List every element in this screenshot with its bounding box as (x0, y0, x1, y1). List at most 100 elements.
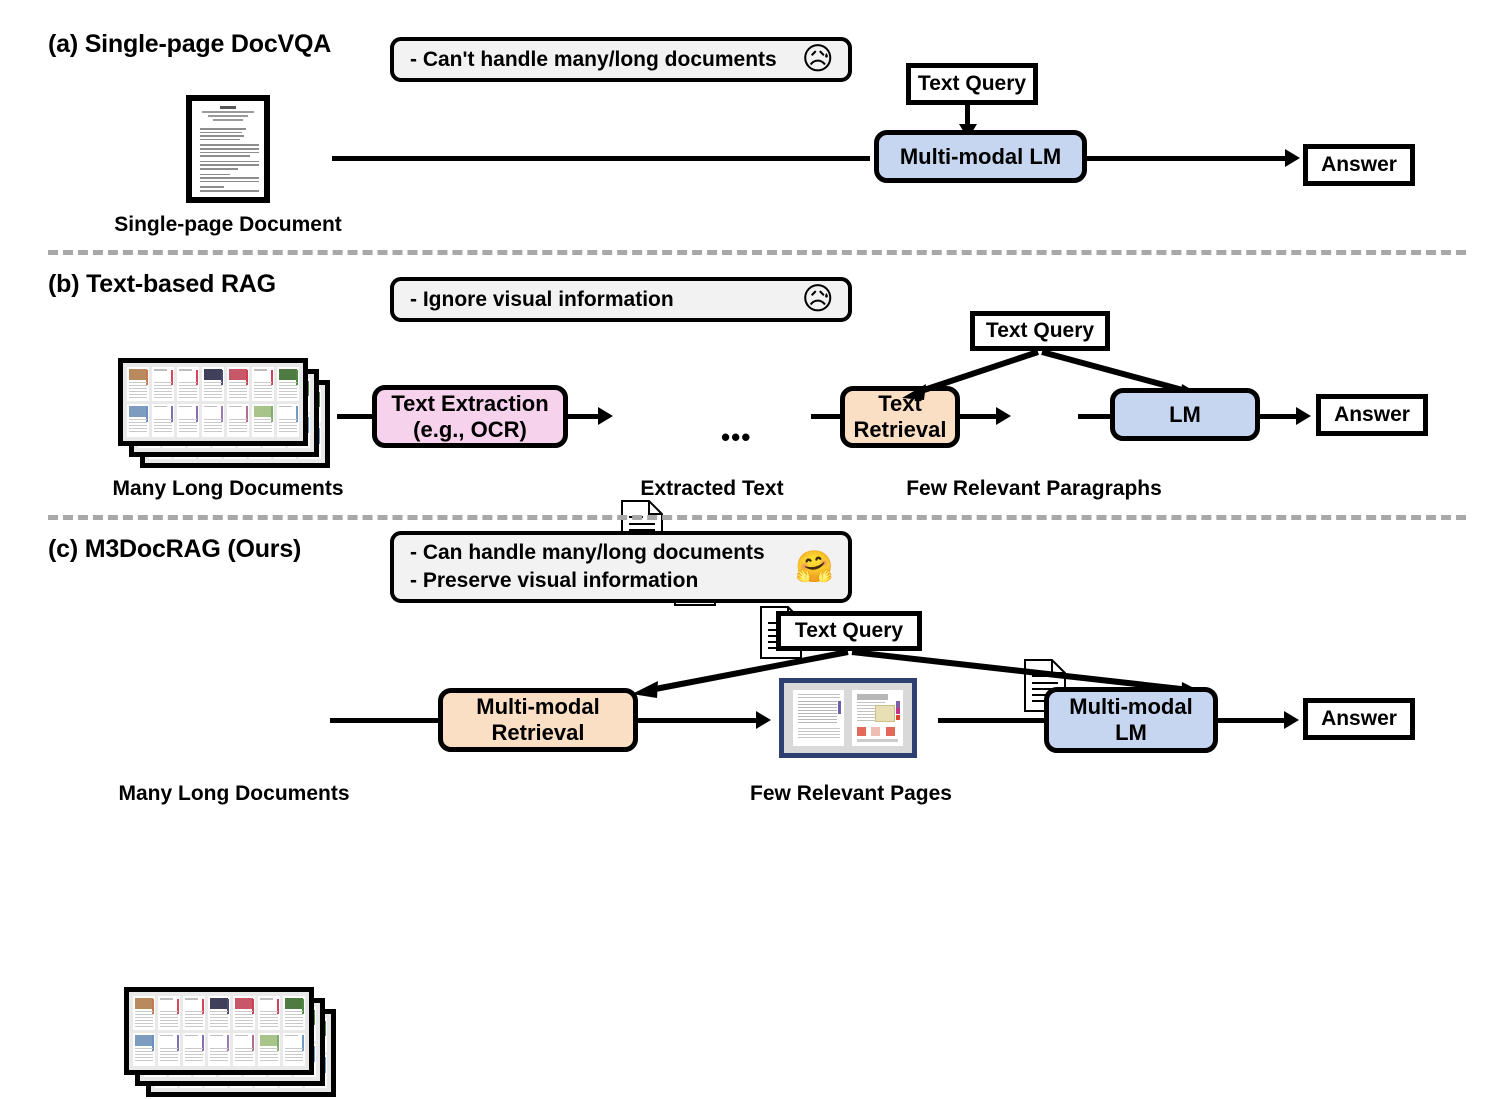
answer-box-b: Answer (1316, 394, 1428, 436)
section-a-callout: - Can't handle many/long documents 😥 (390, 37, 852, 82)
text-query-box-c[interactable]: Text Query (776, 611, 922, 651)
multimodal-lm-box-a[interactable]: Multi-modal LM (874, 130, 1087, 183)
page-thumbnail (183, 996, 205, 1030)
multimodal-lm-box-c[interactable]: Multi-modal LM (1044, 687, 1218, 753)
document-paragraph (200, 160, 259, 170)
document-title-line (208, 115, 248, 117)
document-paragraph (200, 173, 259, 183)
page-thumbnail (283, 996, 305, 1030)
section-c-callout: - Can handle many/long documents - Prese… (390, 531, 852, 603)
arrow-right-icon (1296, 407, 1311, 425)
arrow-right-icon (1284, 711, 1299, 729)
multimodal-retrieval-label-line2: Retrieval (491, 720, 585, 745)
document-title-line (213, 119, 243, 121)
single-page-document-thumbnail (186, 95, 270, 203)
document-paragraph (200, 186, 259, 192)
connector-model-to-answer-a (1087, 156, 1287, 161)
extracted-text-caption: Extracted Text (640, 477, 784, 500)
page-thumbnail (252, 367, 274, 401)
callout-line: - Ignore visual information (410, 287, 674, 311)
page-thumbnail (233, 996, 255, 1030)
many-long-documents-stack-c (124, 987, 344, 1099)
connector-document-to-model (332, 156, 870, 161)
text-extraction-label-line1: Text Extraction (391, 390, 549, 416)
page-thumbnail (277, 367, 299, 401)
document-grid-panel (118, 358, 308, 446)
page-thumbnail (227, 367, 249, 401)
multimodal-retrieval-box[interactable]: Multi-modal Retrieval (438, 688, 638, 752)
document-seal (220, 106, 236, 109)
page-thumbnail (227, 403, 249, 437)
text-extraction-box[interactable]: Text Extraction (e.g., OCR) (372, 385, 568, 448)
section-a-title: (a) Single-page DocVQA (48, 30, 332, 58)
section-a-callout-lines: - Can't handle many/long documents (410, 46, 777, 74)
many-long-documents-caption-c: Many Long Documents (118, 782, 350, 805)
section-c-callout-lines: - Can handle many/long documents - Prese… (410, 539, 765, 594)
connector-docs-to-extraction (337, 414, 375, 419)
connector-mmretrieval-to-pages (638, 718, 758, 723)
connector-text-to-retrieval (811, 414, 847, 419)
few-relevant-pages-caption: Few Relevant Pages (750, 782, 952, 805)
page-thumbnail (177, 403, 199, 437)
page-thumbnail (152, 403, 174, 437)
page-thumbnail (258, 996, 280, 1030)
section-b-callout: - Ignore visual information 😥 (390, 277, 852, 322)
page-thumbnail (152, 367, 174, 401)
callout-line: - Can handle many/long documents (410, 541, 765, 565)
text-query-box-b[interactable]: Text Query (970, 311, 1110, 351)
lm-box-b[interactable]: LM (1110, 388, 1260, 441)
connector-docs-to-mmretrieval (330, 718, 442, 723)
multimodal-lm-label-line2: LM (1115, 720, 1147, 745)
section-c-title: (c) M3DocRAG (Ours) (48, 535, 302, 563)
page-thumbnail (283, 1032, 305, 1066)
document-title-line (202, 111, 254, 113)
arrow-right-icon (996, 407, 1011, 425)
section-b-callout-lines: - Ignore visual information (410, 286, 674, 314)
document-grid-panel (124, 987, 314, 1075)
page-thumbnail (158, 1032, 180, 1066)
answer-box-a: Answer (1303, 144, 1415, 186)
page-thumbnail (202, 403, 224, 437)
section-b-title: (b) Text-based RAG (48, 270, 276, 298)
section-divider-1 (48, 250, 1466, 255)
few-relevant-pages-thumbnail (779, 678, 917, 758)
sad-but-relieved-face-icon: 😥 (801, 281, 834, 317)
page-thumbnail (258, 1032, 280, 1066)
document-page (197, 106, 259, 192)
sad-but-relieved-face-icon: 😥 (801, 41, 834, 77)
page-thumbnail (133, 996, 155, 1030)
page-thumbnail (202, 367, 224, 401)
page-thumbnail (208, 1032, 230, 1066)
text-extraction-label-line2: (e.g., OCR) (413, 416, 527, 442)
connector-pages-to-mmlm (938, 718, 1046, 723)
page-thumbnail (158, 996, 180, 1030)
text-query-box-a[interactable]: Text Query (906, 63, 1038, 105)
multimodal-lm-label-line1: Multi-modal (1069, 694, 1193, 720)
section-divider-2 (48, 515, 1466, 520)
connector-lm-to-answer-b (1260, 414, 1298, 419)
page-thumbnail (252, 403, 274, 437)
callout-line: - Preserve visual information (410, 569, 699, 592)
connector-query-to-model-a (965, 105, 970, 127)
extracted-text-ellipsis: ••• (721, 422, 752, 452)
connector-paragraph-to-lm (1078, 414, 1110, 419)
relevant-page-left (793, 690, 845, 746)
page-thumbnail (183, 1032, 205, 1066)
document-paragraph (200, 144, 259, 157)
page-thumbnail (208, 996, 230, 1030)
arrow-right-icon (598, 407, 613, 425)
query-branch-arrows-c (632, 649, 1210, 699)
page-thumbnail (127, 367, 149, 401)
connector-extraction-to-text (568, 414, 600, 419)
arrow-right-icon (756, 711, 771, 729)
document-field-block (200, 128, 256, 141)
page-thumbnail (277, 403, 299, 437)
callout-line: - Can't handle many/long documents (410, 47, 777, 71)
text-retrieval-box[interactable]: Text Retrieval (840, 386, 960, 448)
page-thumbnail (177, 367, 199, 401)
page-thumbnail (127, 403, 149, 437)
relevant-page-right (851, 690, 903, 746)
connector-retrieval-to-paragraph (960, 414, 998, 419)
connector-mmlm-to-answer-c (1218, 718, 1286, 723)
multimodal-retrieval-label-line1: Multi-modal (476, 694, 600, 720)
